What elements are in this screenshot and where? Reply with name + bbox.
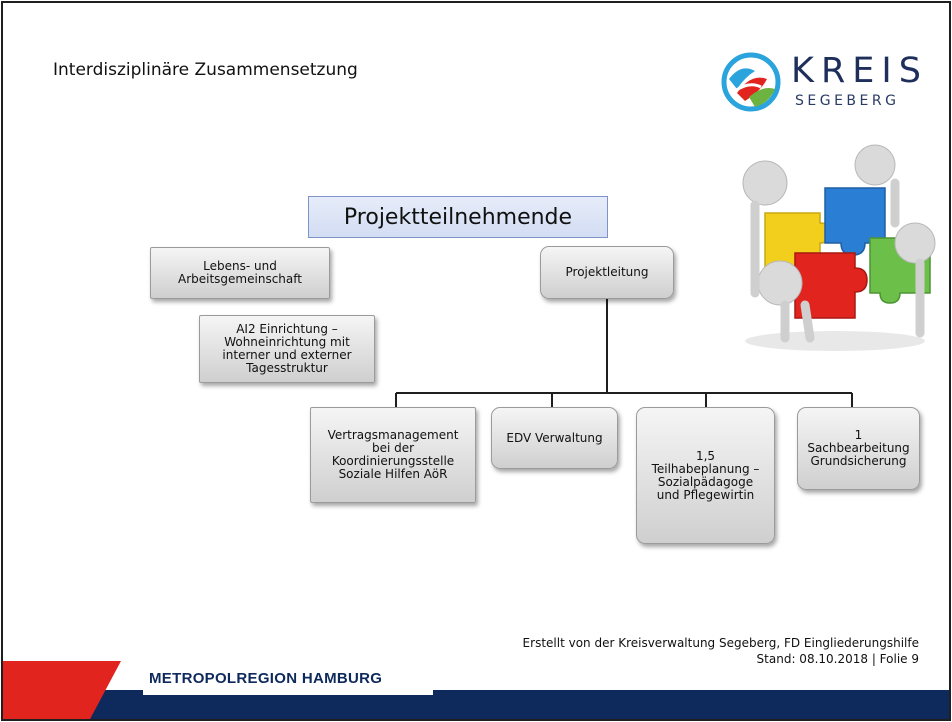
puzzle-figures-illustration-icon — [742, 144, 936, 351]
box-sachbearbeitung: 1 Sachbearbeitung Grundsicherung — [797, 407, 920, 490]
footer-text: Erstellt von der Kreisverwaltung Segeber… — [523, 635, 919, 667]
box-ai2-einrichtung: AI2 Einrichtung – Wohneinrichtung mit in… — [199, 315, 375, 383]
kreis-segeberg-logo: KREIS SEGEBERG — [715, 51, 935, 113]
slide-title: Interdisziplinäre Zusammensetzung — [53, 60, 358, 80]
red-swoosh-shape — [3, 661, 121, 719]
header-box-projektteilnehmende: Projektteilnehmende — [308, 196, 608, 238]
kreis-segeberg-emblem-icon — [721, 52, 781, 112]
box-edv-verwaltung: EDV Verwaltung — [491, 407, 618, 469]
box-projektleitung: Projektleitung — [540, 246, 674, 299]
logo-kreis-text: KREIS — [791, 51, 928, 91]
box-teilhabeplanung: 1,5 Teilhabeplanung – Sozialpädagoge und… — [636, 407, 775, 544]
metropolregion-hamburg-label: METROPOLREGION HAMBURG — [149, 670, 383, 687]
footer-line-1: Erstellt von der Kreisverwaltung Segeber… — [522, 636, 919, 650]
logo-segeberg-text: SEGEBERG — [795, 93, 900, 109]
box-vertragsmanagement: Vertragsmanagement bei der Koordinierung… — [310, 407, 476, 503]
box-lebens-arbeitsgemeinschaft: Lebens- und Arbeitsgemeinschaft — [150, 247, 330, 299]
footer-line-2: Stand: 08.10.2018 | Folie 9 — [756, 652, 919, 666]
bottom-white-tab — [143, 667, 433, 695]
